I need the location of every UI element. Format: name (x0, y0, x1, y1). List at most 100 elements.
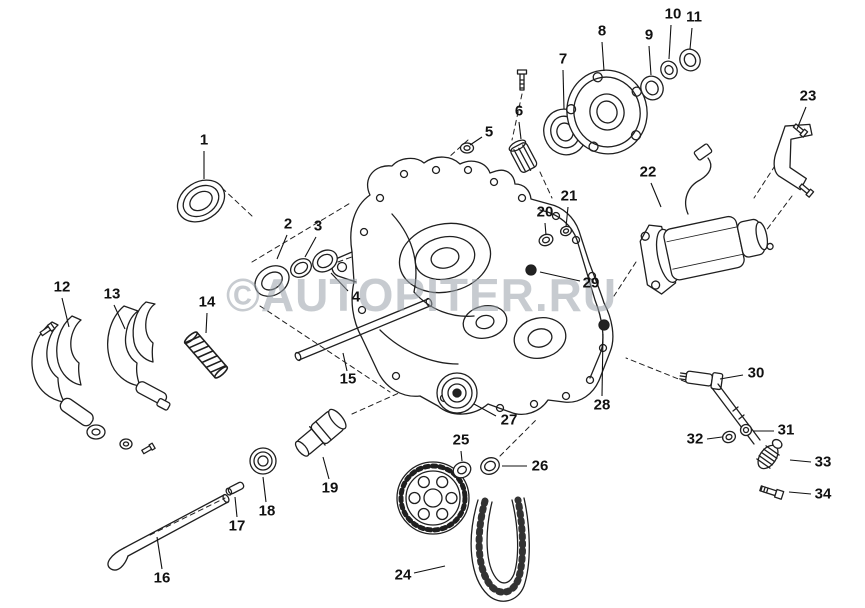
leader-line-22 (650, 182, 662, 208)
driven-gear-33 (756, 438, 783, 470)
ring-3 (289, 258, 313, 278)
housing (331, 156, 614, 415)
part-label-2: 2 (283, 215, 293, 233)
leader-line-9 (648, 45, 652, 76)
part-label-29: 29 (582, 274, 600, 292)
part-label-32: 32 (686, 430, 704, 448)
washer-9 (640, 75, 664, 101)
sprocket-24 (396, 461, 470, 535)
leader-line-2 (276, 234, 288, 260)
leader-line-28 (601, 333, 604, 397)
washer-25 (452, 461, 472, 479)
part-label-19: 19 (321, 479, 339, 497)
clip-31 (739, 423, 753, 437)
bearing-18 (249, 447, 277, 475)
leader-line-24 (413, 565, 446, 574)
shift-fork-13 (107, 301, 171, 455)
ring-26 (480, 457, 500, 475)
part-label-24: 24 (394, 566, 412, 584)
part-label-9: 9 (644, 26, 654, 44)
part-label-23: 23 (799, 87, 817, 105)
part-label-27: 27 (500, 411, 518, 429)
leader-line-25 (460, 450, 463, 462)
part-label-4: 4 (351, 288, 361, 306)
leader-line-3 (304, 236, 317, 258)
leader-line-8 (601, 41, 605, 72)
leader-line-33 (789, 459, 812, 463)
part-label-7: 7 (558, 50, 568, 68)
part-label-16: 16 (153, 569, 171, 587)
drive-chain-24 (470, 496, 530, 602)
part-label-3: 3 (313, 217, 323, 235)
ring-4 (312, 249, 338, 273)
part-label-21: 21 (560, 187, 578, 205)
part-label-14: 14 (198, 293, 216, 311)
leader-line-13 (113, 304, 126, 330)
leader-line-11 (689, 27, 693, 50)
part-label-15: 15 (339, 370, 357, 388)
leader-line-20 (544, 222, 547, 236)
part-label-11: 11 (686, 8, 702, 26)
pin-17 (225, 481, 245, 496)
leader-line-15 (342, 352, 348, 372)
spring-14 (183, 331, 229, 379)
leader-line-4 (330, 272, 349, 292)
flange-8 (565, 69, 648, 155)
plug-28 (598, 319, 610, 331)
part-label-5: 5 (484, 123, 494, 141)
part-label-12: 12 (53, 278, 71, 296)
seal-11 (679, 48, 701, 72)
leader-line-18 (262, 476, 267, 503)
oil-seal-1 (176, 179, 226, 223)
leader-line-34 (788, 491, 812, 495)
screw-icon (516, 69, 528, 91)
clip-21 (559, 225, 573, 237)
leader-line-7 (562, 69, 565, 110)
leader-line-30 (719, 374, 744, 380)
leader-line-12 (61, 297, 70, 328)
leader-line-5 (469, 136, 483, 146)
leader-line-6 (518, 121, 522, 140)
actuator-motor-22 (639, 143, 774, 295)
bearing-27 (436, 372, 478, 414)
ring-10 (660, 60, 678, 80)
bushing-2 (254, 265, 290, 297)
shift-rod-15 (294, 297, 433, 362)
bracket-23 (773, 123, 815, 198)
part-label-33: 33 (814, 453, 832, 471)
part-label-25: 25 (452, 431, 470, 449)
part-label-28: 28 (593, 396, 611, 414)
leader-line-19 (322, 456, 330, 480)
coupling-6 (508, 139, 538, 173)
leader-line-14 (205, 312, 208, 334)
part-label-1: 1 (199, 131, 209, 149)
bolt-34 (759, 485, 785, 500)
part-label-6: 6 (514, 102, 524, 120)
speed-sensor-30 (679, 370, 761, 445)
part-label-18: 18 (258, 502, 276, 520)
plug-29 (525, 264, 537, 276)
part-label-26: 26 (531, 457, 549, 475)
part-label-17: 17 (228, 517, 246, 535)
part-label-30: 30 (747, 364, 765, 382)
nut-20 (538, 233, 554, 247)
nut-5 (459, 142, 475, 154)
part-label-20: 20 (536, 203, 554, 221)
part-label-31: 31 (777, 421, 795, 439)
part-label-34: 34 (814, 485, 832, 503)
leader-line-21 (565, 206, 569, 228)
part-label-8: 8 (597, 22, 607, 40)
leader-line-17 (234, 496, 238, 518)
leader-line-27 (473, 403, 497, 417)
shift-fork-12 (31, 315, 133, 450)
leader-line-32 (706, 436, 723, 440)
part-label-13: 13 (103, 285, 121, 303)
leader-line-23 (796, 106, 807, 130)
dashed-guide-lines (149, 93, 793, 536)
cam-assembly-19 (294, 408, 347, 457)
lever-rod-16 (107, 493, 230, 571)
leader-line-10 (668, 24, 672, 60)
washer-32 (721, 430, 737, 444)
